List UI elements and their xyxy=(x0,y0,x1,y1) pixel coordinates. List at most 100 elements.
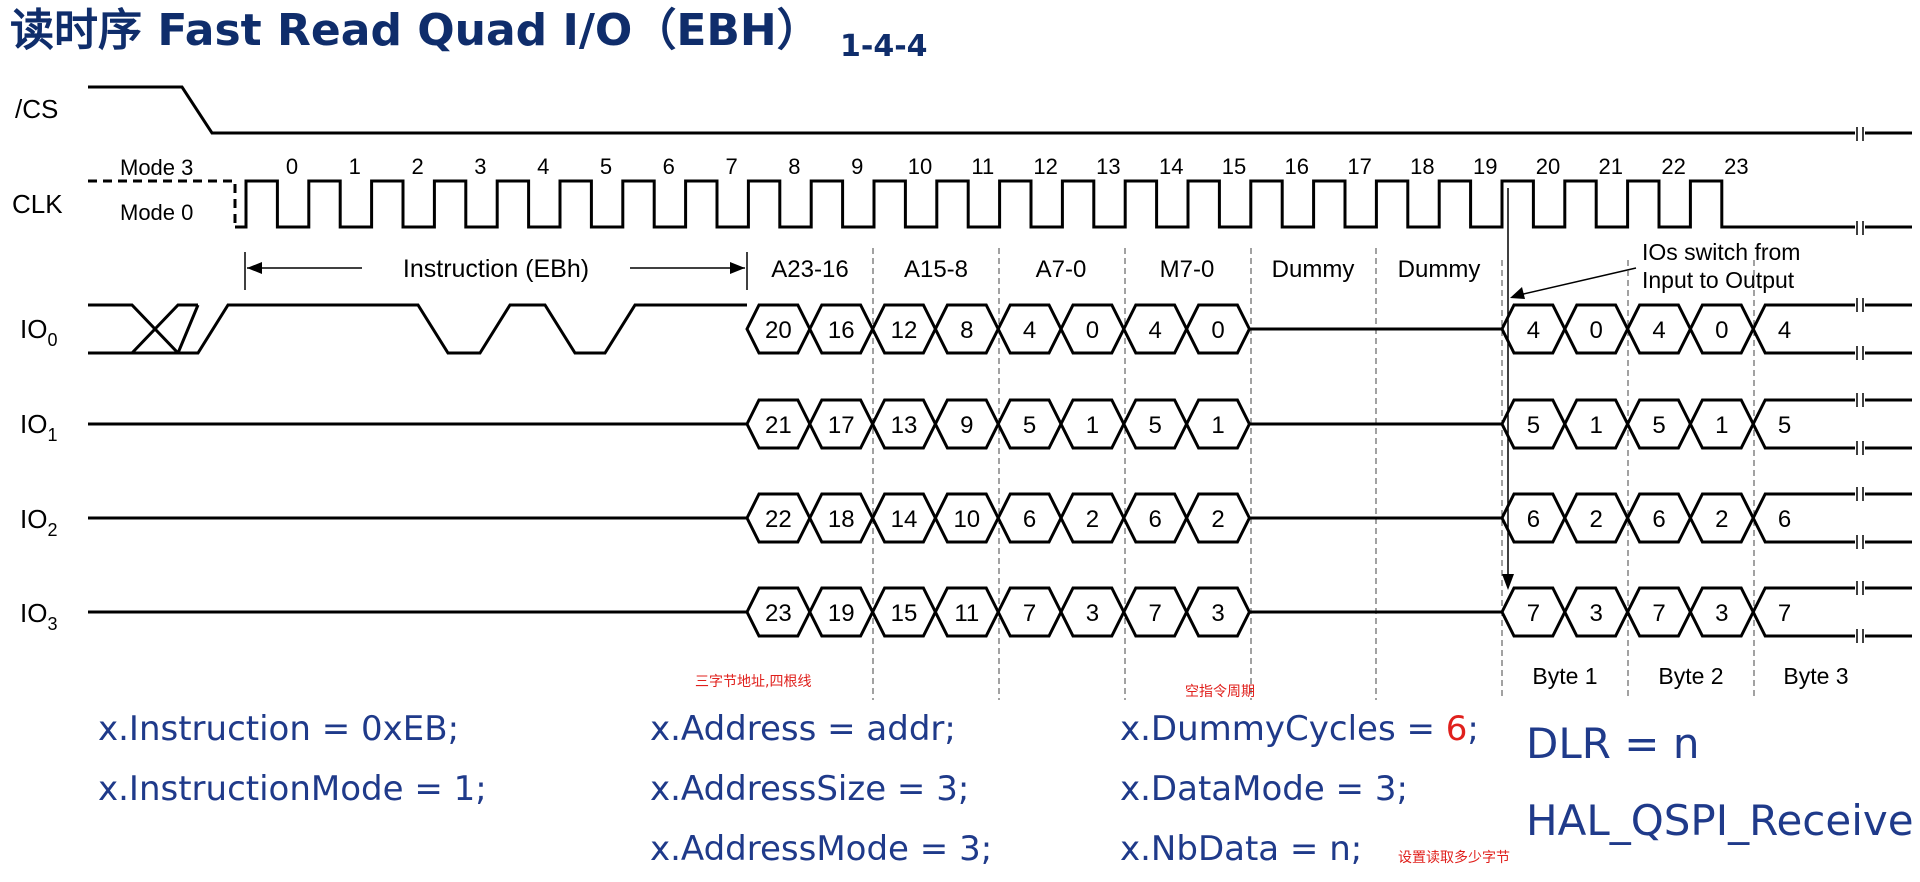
data-bit-label: 7 xyxy=(1652,600,1665,627)
data-bit-label: 5 xyxy=(1652,412,1665,439)
address-bit-label: 17 xyxy=(828,412,855,439)
code-instruction-mode: x.InstructionMode = 1; xyxy=(98,769,487,809)
address-bit-label: 23 xyxy=(765,600,792,627)
clock-number: 6 xyxy=(663,154,675,179)
note-nbdata: 设置读取多少字节 xyxy=(1398,849,1510,866)
segment-a15-8: A15-8 xyxy=(904,256,968,283)
clock-number: 13 xyxy=(1096,154,1120,179)
data-bit-label: 0 xyxy=(1590,317,1603,344)
clock-number: 11 xyxy=(971,154,994,179)
byte2-label: Byte 2 xyxy=(1658,663,1723,689)
address-bit-label: 1 xyxy=(1086,412,1099,439)
address-bit-label: 2 xyxy=(1086,506,1099,533)
clock-number: 21 xyxy=(1599,154,1623,179)
code-dummy-cycles: x.DummyCycles = 6; xyxy=(1120,709,1479,749)
address-bit-label: 13 xyxy=(891,412,918,439)
address-bit-label: 19 xyxy=(828,600,855,627)
clock-number: 5 xyxy=(600,154,612,179)
address-bit-label: 3 xyxy=(1086,600,1099,627)
clock-number: 1 xyxy=(349,154,361,179)
clock-number: 17 xyxy=(1347,154,1371,179)
address-bit-label: 1 xyxy=(1211,412,1224,439)
clock-number: 4 xyxy=(537,154,549,179)
segment-m7-0: M7-0 xyxy=(1160,256,1215,283)
mode0-label: Mode 0 xyxy=(120,200,193,225)
io1-label: IO1 xyxy=(20,409,57,445)
break-marks xyxy=(1856,127,1864,235)
data-bit-label: 7 xyxy=(1527,600,1540,627)
data-bit-label: 6 xyxy=(1778,506,1791,533)
address-bit-label: 5 xyxy=(1149,412,1162,439)
address-bit-label: 14 xyxy=(891,506,918,533)
address-bit-label: 6 xyxy=(1149,506,1162,533)
code-data-mode: x.DataMode = 3; xyxy=(1120,769,1408,809)
clock-number: 20 xyxy=(1536,154,1560,179)
address-bit-label: 22 xyxy=(765,506,792,533)
code-dlr: DLR = n xyxy=(1526,719,1699,768)
address-bit-label: 3 xyxy=(1211,600,1224,627)
data-bit-label: 5 xyxy=(1778,412,1791,439)
segment-dummy-1: Dummy xyxy=(1272,256,1355,283)
code-nbdata: x.NbData = n; xyxy=(1120,829,1362,869)
clock-number: 0 xyxy=(286,154,298,179)
address-bit-label: 9 xyxy=(960,412,973,439)
clock-number: 9 xyxy=(851,154,863,179)
note-dummy: 空指令周期 xyxy=(1185,684,1255,700)
byte1-label: Byte 1 xyxy=(1532,663,1597,689)
page-title: 读时序 Fast Read Quad I/O（EBH） xyxy=(10,5,821,56)
clock-number: 19 xyxy=(1473,154,1497,179)
clock-number: 18 xyxy=(1410,154,1434,179)
cs-waveform xyxy=(88,85,1855,135)
data-bit-label: 3 xyxy=(1715,600,1728,627)
switch-note-line1: IOs switch from xyxy=(1642,239,1800,265)
data-bit-cell-open xyxy=(1751,303,1912,355)
address-bit-label: 12 xyxy=(891,317,918,344)
clock-number: 2 xyxy=(411,154,423,179)
data-bit-label: 4 xyxy=(1652,317,1665,344)
instruction-label: Instruction (EBh) xyxy=(403,255,589,283)
code-hal-receive: HAL_QSPI_Receive xyxy=(1526,796,1914,845)
code-address-size: x.AddressSize = 3; xyxy=(650,769,969,809)
data-bit-label: 2 xyxy=(1715,506,1728,533)
lane-break-marks xyxy=(1856,487,1864,549)
address-bit-label: 4 xyxy=(1023,317,1036,344)
io0-instruction-waveform xyxy=(88,303,747,355)
byte3-label: Byte 3 xyxy=(1783,663,1848,689)
data-bit-label: 7 xyxy=(1778,600,1791,627)
io0-label: IO0 xyxy=(20,314,57,350)
dummy-cycles-value: 6 xyxy=(1446,709,1468,749)
data-bit-cell-open xyxy=(1751,492,1912,544)
clock-number: 7 xyxy=(725,154,737,179)
address-bit-label: 5 xyxy=(1023,412,1036,439)
switch-vertical-arrowhead xyxy=(1502,574,1514,590)
mode3-dashed-clock xyxy=(88,179,237,227)
data-bit-label: 3 xyxy=(1590,600,1603,627)
address-bit-label: 21 xyxy=(765,412,792,439)
instruction-bounds xyxy=(244,252,748,290)
address-bit-label: 0 xyxy=(1086,317,1099,344)
io3-label: IO3 xyxy=(20,598,57,634)
address-bit-label: 20 xyxy=(765,317,792,344)
address-bit-label: 7 xyxy=(1149,600,1162,627)
data-bit-cell-open xyxy=(1751,586,1912,638)
address-bit-label: 15 xyxy=(891,600,918,627)
data-bit-label: 4 xyxy=(1527,317,1540,344)
clock-number: 10 xyxy=(908,154,932,179)
address-bit-label: 4 xyxy=(1149,317,1162,344)
data-bit-label: 6 xyxy=(1652,506,1665,533)
clock-number: 14 xyxy=(1159,154,1183,179)
note-address: 三字节地址,四根线 xyxy=(695,674,811,690)
switch-note-arrowhead xyxy=(1510,287,1525,299)
switch-note-leader xyxy=(1514,267,1637,297)
lane-break-marks xyxy=(1856,581,1864,643)
clock-number: 22 xyxy=(1661,154,1685,179)
address-bit-label: 2 xyxy=(1211,506,1224,533)
address-bit-label: 0 xyxy=(1211,317,1224,344)
data-bit-label: 1 xyxy=(1715,412,1728,439)
switch-note-line2: Input to Output xyxy=(1642,267,1795,293)
